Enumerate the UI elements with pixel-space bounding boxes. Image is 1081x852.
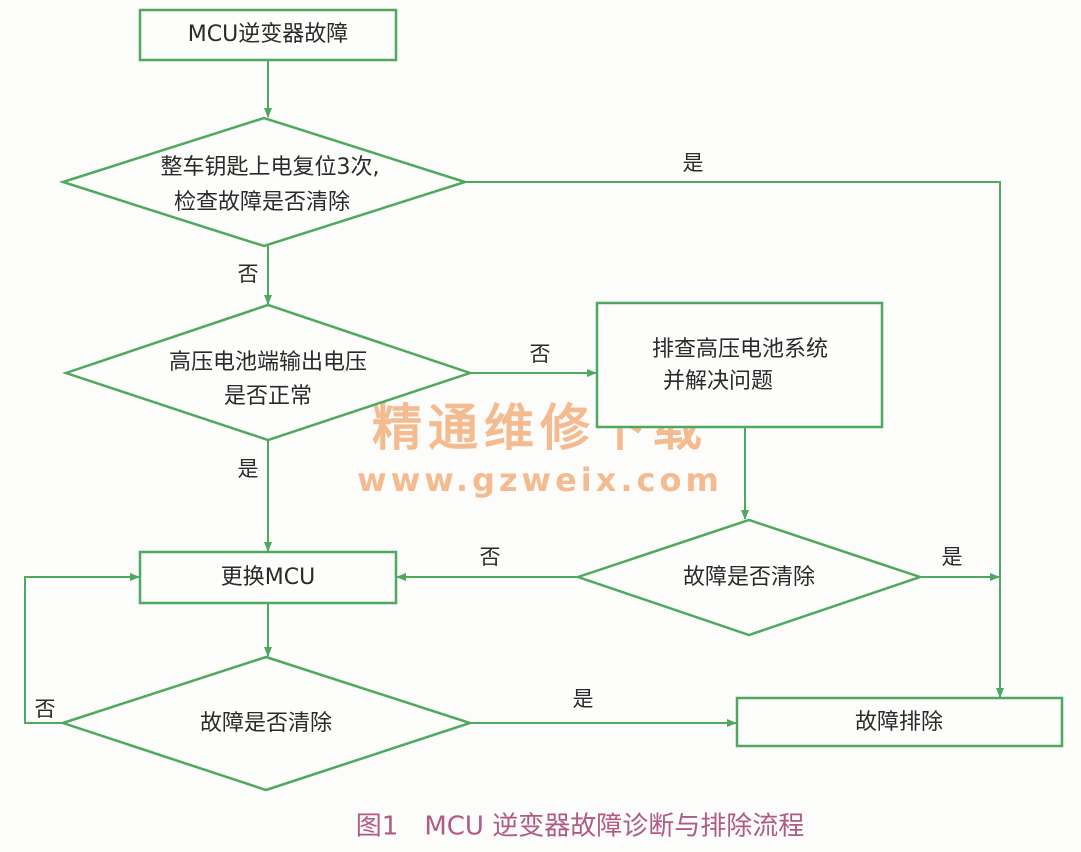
decision-voltage-check: 高压电池端输出电压 是否正常 xyxy=(62,303,474,442)
node-battery-fix: 排查高压电池系统 并解决问题 xyxy=(595,301,884,429)
figure-caption: 图1 MCU 逆变器故障诊断与排除流程 xyxy=(356,812,804,842)
node-replace-mcu: 更换MCU xyxy=(138,550,398,605)
decision-cleared-bottom-label: 故障是否清除 xyxy=(200,711,332,736)
decision-cleared-right-label: 故障是否清除 xyxy=(683,565,815,590)
edge-label-voltage-yes: 是 xyxy=(238,457,259,481)
arrow-bottom-no-loop xyxy=(24,573,140,724)
node-replace-mcu-label: 更换MCU xyxy=(221,565,315,590)
connectors xyxy=(24,60,1004,727)
node-resolved: 故障排除 xyxy=(735,696,1064,748)
edge-label-reset-yes: 是 xyxy=(683,151,704,175)
node-start: MCU逆变器故障 xyxy=(138,8,398,62)
decision-cleared-bottom: 故障是否清除 xyxy=(58,655,475,792)
node-start-label: MCU逆变器故障 xyxy=(188,22,348,47)
node-battery-fix-label-2: 并解决问题 xyxy=(663,369,773,394)
watermark-url: www.gzweix.com xyxy=(357,461,723,499)
edge-label-bottom-no: 否 xyxy=(35,697,56,721)
edge-label-voltage-no: 否 xyxy=(530,342,551,366)
edge-label-right-yes: 是 xyxy=(942,545,963,569)
decision-voltage-label-2: 是否正常 xyxy=(224,384,312,409)
node-battery-fix-label-1: 排查高压电池系统 xyxy=(652,337,828,362)
edge-label-reset-no: 否 xyxy=(238,262,259,286)
decision-reset-label-1: 整车钥匙上电复位3次, xyxy=(161,155,380,180)
arrow-reset-yes xyxy=(465,181,1004,698)
decision-cleared-right: 故障是否清除 xyxy=(574,518,924,637)
decision-reset-check: 整车钥匙上电复位3次, 检查故障是否清除 xyxy=(58,116,470,248)
decision-reset-label-2: 检查故障是否清除 xyxy=(174,190,350,215)
edge-label-right-no: 否 xyxy=(480,545,501,569)
edge-label-bottom-yes: 是 xyxy=(573,687,594,711)
node-resolved-label: 故障排除 xyxy=(855,710,943,735)
decision-voltage-label-1: 高压电池端输出电压 xyxy=(169,350,367,375)
